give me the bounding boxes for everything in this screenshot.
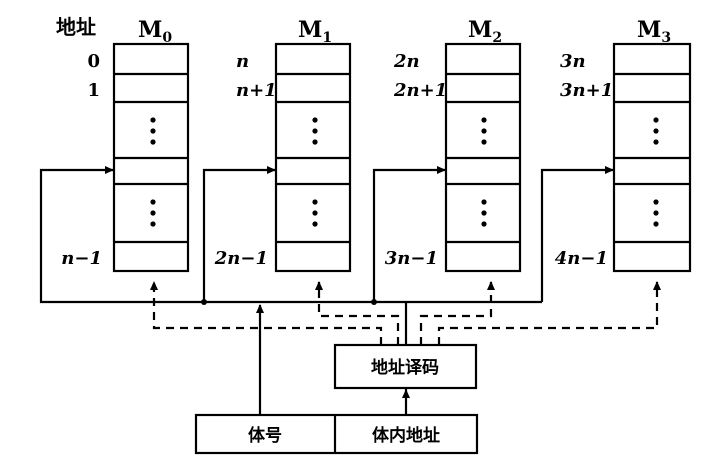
address-label-last: 3n−1 [385,248,438,269]
module-title: M3 [637,17,671,46]
module-title: M1 [298,17,332,46]
vertical-ellipsis-icon [653,117,659,145]
address-label-last: 4n−1 [555,248,608,269]
vertical-ellipsis-icon [481,117,487,145]
vertical-ellipsis-icon [481,199,487,227]
vertical-ellipsis-icon [312,199,318,227]
address-column-label: 地址 [56,15,96,39]
address-label-row1: 1 [87,80,100,101]
vertical-ellipsis-icon [312,117,318,145]
address-label-row1: n+1 [236,80,277,101]
memory-module-m2: M2 2n 2n+1 3n−1 [385,17,522,273]
module-title: M2 [468,17,502,46]
chip-select-lines [150,281,661,345]
vertical-ellipsis-icon [150,117,156,145]
address-label-row0: 0 [87,51,100,72]
address-label-row0: 2n [393,51,420,72]
memory-module-m3: M3 3n 3n+1 4n−1 [555,17,692,273]
address-label-row1: 3n+1 [560,80,613,101]
decoder-label: 地址译码 [371,357,439,378]
vertical-ellipsis-icon [653,199,659,227]
address-label-last: n−1 [61,248,102,269]
module-title: M0 [138,17,172,46]
address-decoder: 地址译码 [333,343,478,390]
bank-number-field: 体号 [248,425,282,446]
vertical-ellipsis-icon [150,199,156,227]
address-register: 体号 体内地址 [194,413,479,455]
memory-module-m0: M0 0 1 n−1 [61,17,190,273]
address-label-row1: 2n+1 [393,80,447,101]
memory-module-m1: M1 n n+1 2n−1 [214,17,352,273]
address-label-row0: 3n [560,51,586,72]
address-label-row0: n [236,51,249,72]
address-label-last: 2n−1 [214,248,268,269]
in-bank-address-field: 体内地址 [372,425,440,446]
